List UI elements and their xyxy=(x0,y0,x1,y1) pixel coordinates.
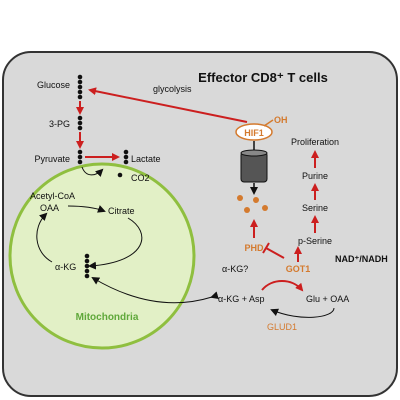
acetyl-coa-label: Acetyl-CoA xyxy=(30,191,75,201)
degradation-fragments xyxy=(237,195,268,213)
phd-label: PHD xyxy=(244,243,264,253)
akg-beads xyxy=(84,253,90,279)
akg-asp-label: α-KG + Asp xyxy=(218,294,264,304)
nad-nadh-label: NAD⁺/NADH xyxy=(335,254,388,264)
serine-label: Serine xyxy=(302,203,328,213)
citrate-label: Citrate xyxy=(108,206,135,216)
lactate-label: Lactate xyxy=(131,154,161,164)
tca-acetylcoa-to-citrate-arrow xyxy=(67,205,106,213)
inhibition-bar xyxy=(262,242,270,254)
tca-akg-to-oaa-arrow xyxy=(36,212,53,263)
got1-forward-arrow xyxy=(261,280,304,292)
p-serine-label: p-Serine xyxy=(298,236,332,246)
co2-label: CO2 xyxy=(131,173,150,183)
akg-exchange-arrow xyxy=(91,276,219,304)
proteasome-top-icon xyxy=(240,149,268,157)
hydroxyl-bond xyxy=(263,119,274,127)
glud1-label: GLUD1 xyxy=(267,322,297,332)
co2-dot xyxy=(117,172,123,178)
pyruvate-label: Pyruvate xyxy=(34,154,70,164)
akg-question-label: α-KG? xyxy=(222,264,248,274)
proliferation-label: Proliferation xyxy=(291,137,339,147)
3pg-beads xyxy=(77,115,83,131)
got1-label: GOT1 xyxy=(286,264,311,274)
tca-citrate-to-akg-arrow xyxy=(88,217,143,270)
oh-label: OH xyxy=(274,115,288,125)
3pg-label: 3-PG xyxy=(49,119,70,129)
pyruvate-to-acetylcoa-arrow xyxy=(81,166,104,178)
hif1-to-glycolysis-arrow xyxy=(88,87,248,123)
oaa-label: OAA xyxy=(40,203,59,213)
mitochondrion xyxy=(8,162,196,350)
lactate-beads xyxy=(123,149,129,165)
glycolysis-label: glycolysis xyxy=(153,84,192,94)
cell-title: Effector CD8⁺ T cells xyxy=(198,70,328,85)
pyruvate-beads xyxy=(77,149,83,165)
mitochondria-label: Mitochondria xyxy=(76,312,139,323)
akg-label: α-KG xyxy=(55,262,76,272)
hif1-label: HIF1 xyxy=(244,128,264,138)
glud1-reverse-arrow xyxy=(270,307,335,318)
got1-inhibits-phd xyxy=(265,247,285,259)
glucose-label: Glucose xyxy=(37,80,70,90)
glu-oaa-label: Glu + OAA xyxy=(306,294,349,304)
hif1-oval xyxy=(235,123,273,141)
purine-label: Purine xyxy=(302,171,328,181)
glucose-beads xyxy=(77,74,83,100)
